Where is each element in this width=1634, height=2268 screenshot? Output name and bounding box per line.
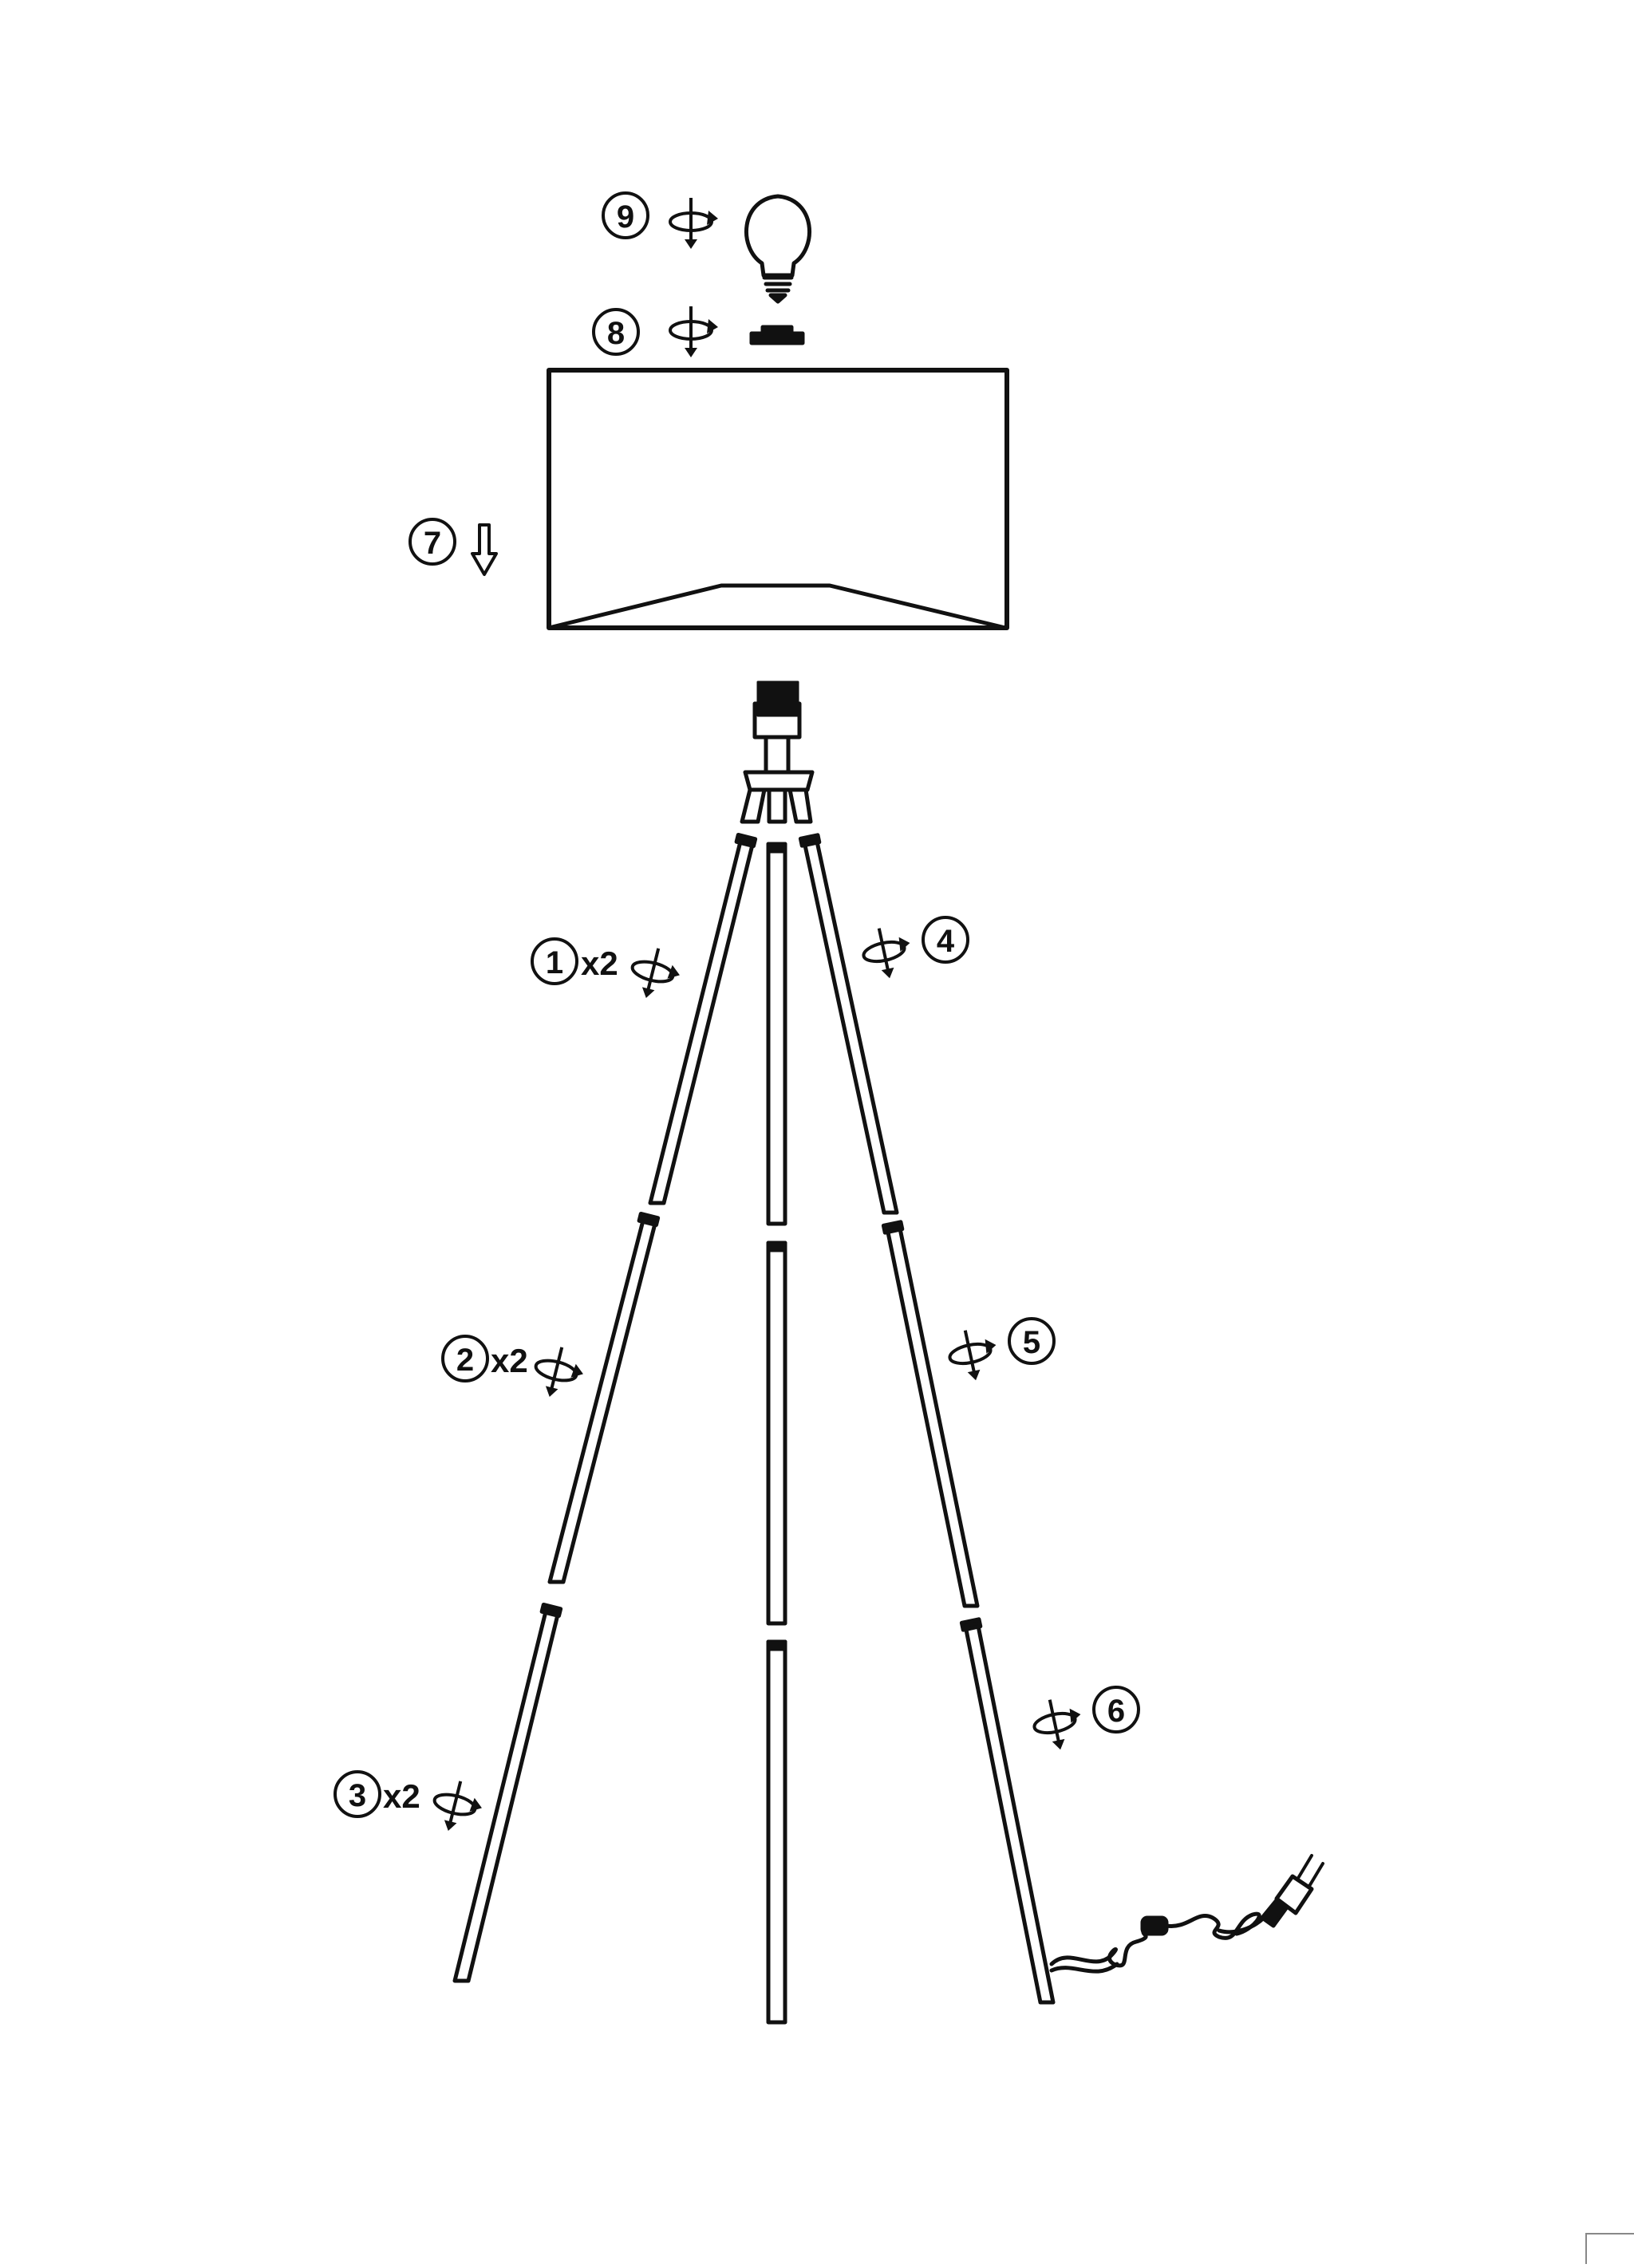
- step-number: 8: [607, 316, 625, 351]
- switch-icon: [1140, 1915, 1169, 1936]
- right-leg: [798, 833, 1056, 2005]
- rotate-icon: [669, 196, 720, 250]
- shade-ring: [749, 325, 805, 345]
- step-4: 4: [857, 916, 969, 984]
- lamp-shade: [547, 368, 1009, 630]
- step-badges: 9 8 7 1 x2 2 x2 3: [334, 191, 1140, 1840]
- step-1: 1 x2: [531, 937, 687, 1007]
- rotate-icon: [943, 1323, 1004, 1386]
- step-number: 5: [1023, 1325, 1040, 1360]
- light-bulb-icon: [744, 194, 812, 304]
- step-number: 2: [456, 1343, 474, 1378]
- step-number: 3: [349, 1778, 366, 1813]
- left-leg: [452, 832, 758, 1983]
- rotate-icon: [527, 1340, 590, 1406]
- step-2: 2 x2: [441, 1335, 590, 1406]
- step-multiplier: x2: [581, 945, 618, 982]
- step-9: 9: [602, 191, 720, 250]
- rotate-icon: [1028, 1692, 1089, 1756]
- down-arrow-icon: [471, 523, 498, 576]
- power-cord: [1049, 1854, 1324, 1974]
- plug-icon: [1260, 1854, 1324, 1928]
- step-6: 6: [1028, 1686, 1140, 1756]
- step-number: 9: [617, 199, 634, 235]
- step-multiplier: x2: [491, 1342, 528, 1379]
- step-number: 1: [546, 945, 563, 980]
- rotate-icon: [669, 305, 720, 359]
- page-corner-mark: [1585, 2233, 1634, 2264]
- lamp-socket: [740, 680, 815, 824]
- step-multiplier: x2: [383, 1777, 420, 1815]
- step-8: 8: [592, 305, 720, 359]
- step-7: 7: [408, 518, 456, 566]
- center-leg: [766, 842, 787, 2025]
- rotate-icon: [624, 941, 687, 1007]
- step-number: 7: [424, 526, 441, 561]
- step-number: 4: [937, 924, 955, 959]
- step-5: 5: [943, 1317, 1056, 1386]
- step-number: 6: [1107, 1694, 1125, 1729]
- rotate-icon: [426, 1774, 489, 1840]
- step-3: 3 x2: [334, 1770, 489, 1840]
- rotate-icon: [857, 921, 918, 984]
